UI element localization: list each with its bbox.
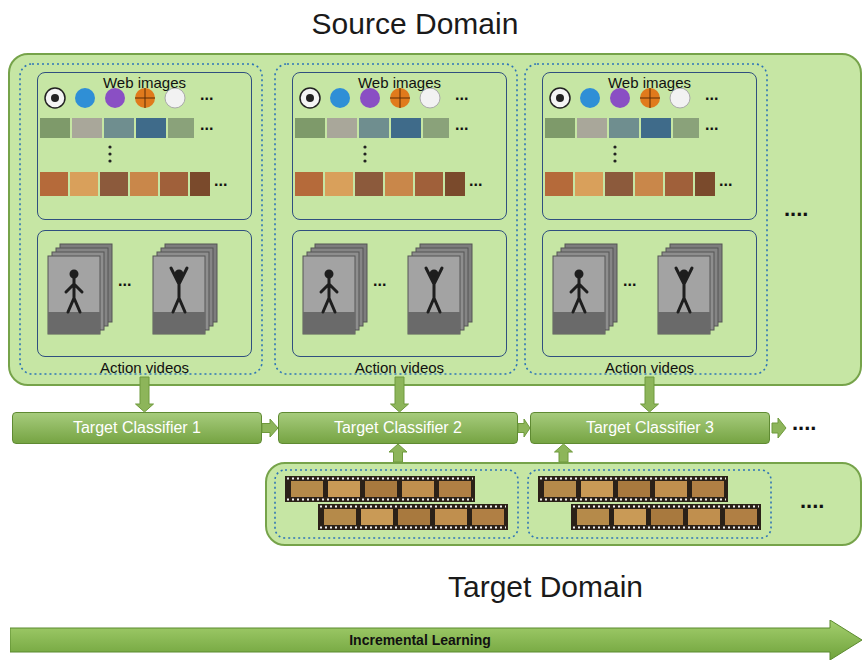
box-title: Web images — [358, 74, 441, 91]
video-set-frame — [292, 230, 507, 357]
classifier-box: Target Classifier 3 — [530, 412, 770, 444]
classifier-label: Target Classifier 1 — [73, 419, 201, 437]
ellipsis-mark: ... — [118, 272, 131, 290]
ellipsis-mark: .... — [800, 488, 824, 514]
video-set-box: Action videos — [292, 230, 507, 377]
box-title: Web images — [103, 74, 186, 91]
video-set-box: Action videos — [542, 230, 757, 377]
video-set-box: Action videos — [37, 230, 252, 377]
image-set-box: Web images — [542, 72, 757, 220]
ellipsis-mark: ... — [455, 86, 468, 104]
flow-arrow — [518, 419, 530, 437]
classifier-box: Target Classifier 2 — [278, 412, 518, 444]
box-title: Action videos — [100, 359, 189, 376]
box-title: Action videos — [605, 359, 694, 376]
ellipsis-mark: ... — [373, 272, 386, 290]
classifier-box: Target Classifier 1 — [12, 412, 262, 444]
flow-arrow — [641, 377, 659, 412]
domain-heading: Source Domain — [0, 7, 860, 41]
domain-band: Target Domain — [265, 462, 862, 546]
timeline-label: Incremental Learning — [10, 628, 830, 652]
ellipsis-mark: ... — [200, 86, 213, 104]
ellipsis-mark: .... — [792, 410, 816, 436]
ellipsis-mark: ... — [623, 272, 636, 290]
flow-arrow — [389, 444, 407, 462]
ellipsis-mark: .... — [784, 196, 808, 222]
flow-arrow — [136, 377, 154, 412]
ellipsis-mark: ... — [705, 116, 718, 134]
video-set-frame — [37, 230, 252, 357]
domain-panel: Source DomainWeb imagesAction videosWeb … — [8, 53, 862, 386]
flow-arrow — [391, 377, 409, 412]
image-set-box: Web images — [292, 72, 507, 220]
box-title: Action videos — [355, 359, 444, 376]
image-set-box: Web images — [37, 72, 252, 220]
flow-arrow — [262, 419, 278, 437]
ellipsis-mark: ... — [705, 86, 718, 104]
ellipsis-mark: ... — [200, 116, 213, 134]
ellipsis-mark: ... — [469, 172, 482, 190]
ellipsis-mark: ... — [455, 116, 468, 134]
timeline-arrow-body — [10, 620, 862, 660]
classifier-label: Target Classifier 3 — [586, 419, 714, 437]
ellipsis-mark: ... — [214, 172, 227, 190]
box-title: Web images — [608, 74, 691, 91]
ellipsis-mark: ... — [719, 172, 732, 190]
domain-heading: Target Domain — [267, 570, 824, 604]
timeline-arrow: Incremental Learning — [10, 620, 862, 660]
flow-arrow — [555, 444, 573, 462]
classifier-label: Target Classifier 2 — [334, 419, 462, 437]
video-set-frame — [542, 230, 757, 357]
